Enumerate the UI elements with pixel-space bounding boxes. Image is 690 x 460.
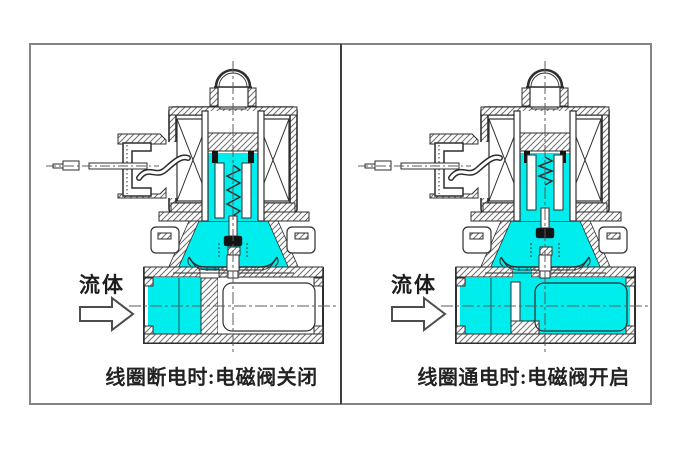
valve-svg: [358, 61, 651, 355]
caption-closed: 线圈断电时:电磁阀关闭: [105, 367, 318, 389]
fluid-label: 流体: [79, 273, 125, 297]
panel-energized: 流体 线圈通电时:电磁阀开启: [343, 45, 652, 401]
fluid-label: 流体: [391, 273, 437, 297]
flow-arrow-icon: [79, 295, 135, 333]
flow-arrow-icon: [391, 295, 447, 333]
caption-open: 线圈通电时:电磁阀开启: [417, 367, 630, 389]
valve-diagram-open: [343, 45, 652, 401]
panel-divider: [340, 44, 342, 404]
panel-deenergized: 流体 线圈断电时:电磁阀关闭: [31, 45, 340, 401]
valve-diagram-closed: [31, 45, 340, 401]
valve-svg: [46, 61, 339, 355]
